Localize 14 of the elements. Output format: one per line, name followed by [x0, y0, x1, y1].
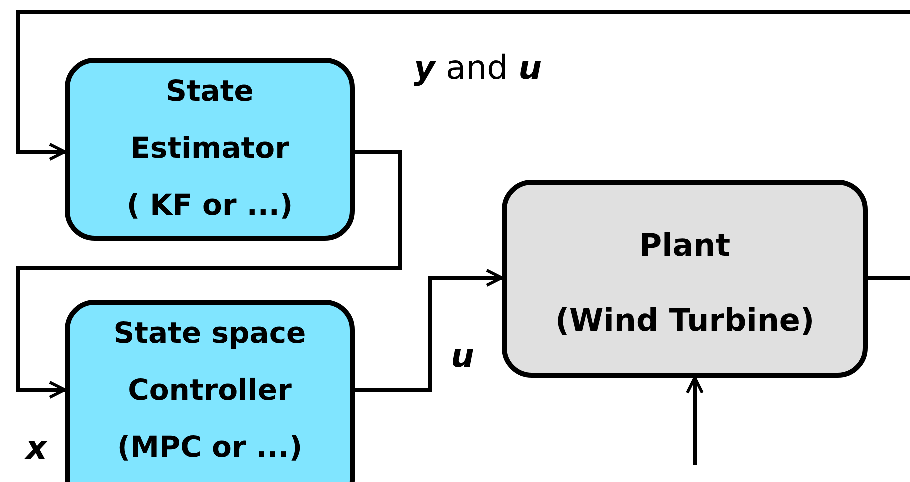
block-title: Plant — [639, 227, 731, 266]
block-box — [65, 300, 355, 482]
arrow — [686, 376, 704, 465]
connector-line — [868, 276, 910, 280]
block-title: State space Controller — [112, 315, 308, 409]
arrow — [16, 150, 402, 399]
block-box — [502, 180, 868, 378]
block-subtitle: ( KF or ...) — [126, 187, 294, 224]
arrow — [16, 10, 910, 161]
block-subtitle: (Wind Turbine) — [555, 302, 815, 341]
block-box — [65, 58, 355, 241]
block-subtitle: (MPC or ...) — [117, 429, 303, 466]
block-title: State Estimator — [130, 73, 290, 167]
arrow — [355, 269, 504, 392]
